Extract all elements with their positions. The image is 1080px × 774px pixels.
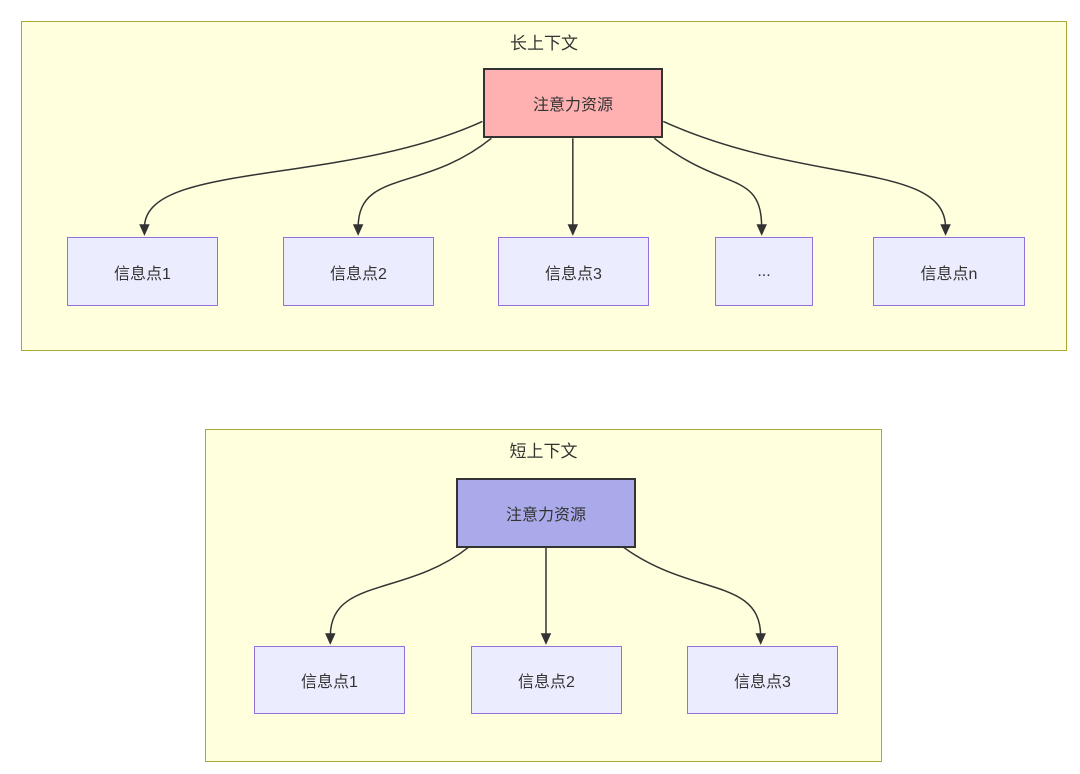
- arrowhead-long-2: [352, 224, 364, 236]
- info-node-long-1: 信息点1: [67, 237, 218, 306]
- edge-long-1: [143, 120, 483, 228]
- arrowhead-long-4: [756, 224, 767, 236]
- edge-short-3: [623, 546, 762, 637]
- edge-long-5: [662, 120, 947, 228]
- arrowhead-long-5: [940, 224, 951, 236]
- arrowhead-short-2: [540, 633, 552, 645]
- info-node-short-2: 信息点2: [471, 646, 622, 714]
- edge-long-2: [357, 137, 492, 228]
- arrowhead-long-1: [139, 224, 150, 236]
- edge-long-4: [653, 137, 763, 228]
- attention-node-short: 注意力资源: [456, 478, 636, 548]
- info-node-long-2: 信息点2: [283, 237, 434, 306]
- info-node-long-3: 信息点3: [498, 237, 649, 306]
- arrowhead-long-3: [567, 224, 579, 236]
- short-context-title: 短上下文: [509, 442, 578, 461]
- long-context-title: 长上下文: [510, 34, 578, 53]
- long-context-panel: 长上下文 注意力资源 信息点1 信息点2 信息点3 ... 信息点n: [21, 21, 1067, 351]
- edge-short-1: [329, 546, 469, 637]
- info-node-long-ellipsis: ...: [715, 237, 813, 306]
- info-node-short-3: 信息点3: [687, 646, 838, 714]
- arrowhead-short-1: [325, 633, 336, 645]
- attention-node-long: 注意力资源: [483, 68, 663, 138]
- short-context-panel: 短上下文 注意力资源 信息点1 信息点2 信息点3: [205, 429, 882, 762]
- arrowhead-short-3: [755, 633, 766, 645]
- info-node-long-n: 信息点n: [873, 237, 1025, 306]
- info-node-short-1: 信息点1: [254, 646, 405, 714]
